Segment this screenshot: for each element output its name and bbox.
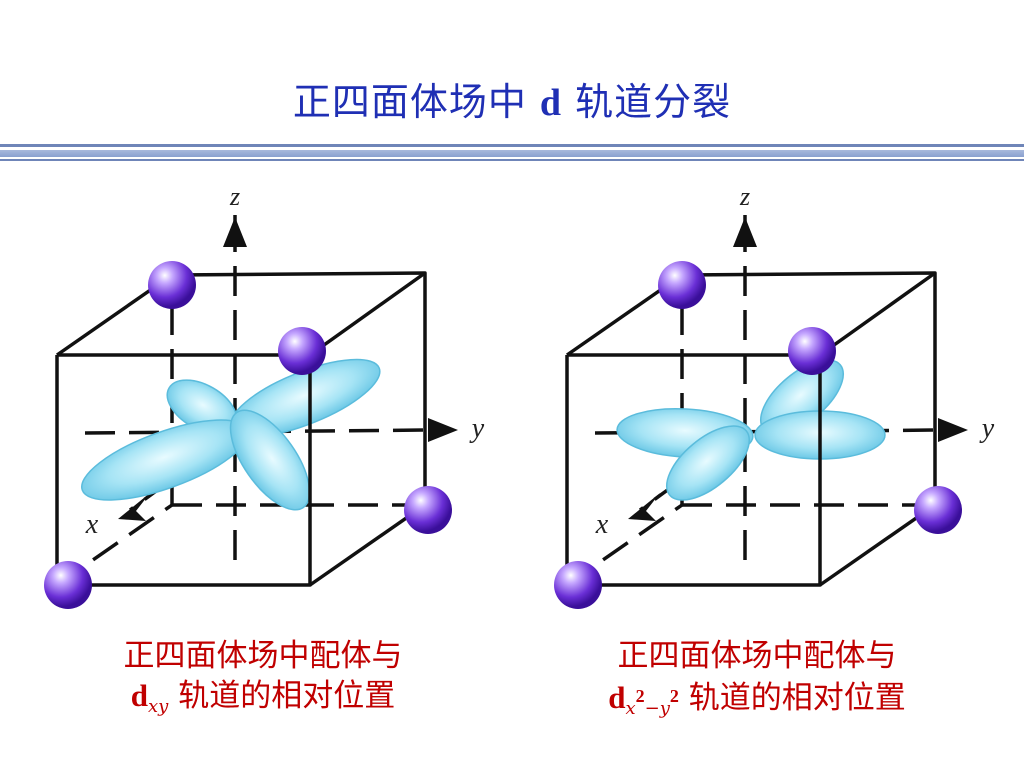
- title-prefix: 正四面体场中: [292, 80, 527, 124]
- ligand-ball: [404, 486, 452, 534]
- ligand-ball: [658, 261, 706, 309]
- dxy-diagram-svg: z y x: [44, 182, 485, 609]
- dxy-caption: 正四面体场中配体与 dxy 轨道的相对位置: [28, 636, 498, 727]
- title-divider-bottom: [0, 159, 1024, 161]
- page-title: 正四面体场中 d 轨道分裂: [0, 72, 1024, 132]
- title-suffix: 轨道分裂: [575, 80, 732, 124]
- caption-rest: 轨道的相对位置: [688, 680, 906, 716]
- orbital-lobe: [81, 419, 249, 501]
- ligand-ball: [278, 327, 326, 375]
- cube-edge: [818, 271, 937, 357]
- orbital-superscript-1: 2: [635, 686, 645, 706]
- x-axis-label: x: [595, 509, 609, 540]
- title-d: d: [539, 82, 563, 124]
- title-divider-band: [0, 150, 1024, 157]
- dx2-y2-diagram: z y x: [540, 175, 1020, 620]
- title-divider-top: [0, 144, 1024, 147]
- cube-edge: [56, 271, 427, 505]
- orbital-symbol: d: [130, 678, 149, 713]
- z-arrow-icon: [223, 217, 247, 247]
- orbital-symbol: d: [608, 680, 626, 715]
- z-axis-label: z: [739, 182, 750, 211]
- ligand-ball: [148, 261, 196, 309]
- dxy-diagram: z y x: [30, 175, 510, 620]
- y-arrow-icon: [938, 418, 968, 442]
- y-arrow-icon: [428, 418, 458, 442]
- dx2-y2-caption: 正四面体场中配体与 dx2−y2 轨道的相对位置: [522, 636, 992, 729]
- ligand-ball: [554, 561, 602, 609]
- x-arrow-icon: [628, 493, 660, 521]
- orbital-lobe: [229, 409, 311, 511]
- dx2-y2-diagram-svg: z y x: [554, 182, 995, 609]
- orbital-superscript-2: 2: [669, 686, 679, 706]
- ligand-ball: [914, 486, 962, 534]
- z-arrow-icon: [733, 217, 757, 247]
- orbital-subscript-x: x: [625, 698, 636, 719]
- caption-line1: 正四面体场中配体与: [617, 638, 897, 674]
- y-axis-line: [84, 428, 431, 435]
- caption-line1: 正四面体场中配体与: [123, 638, 403, 674]
- caption-line2: dx2−y2 轨道的相对位置: [522, 676, 992, 729]
- cube-edge: [566, 271, 937, 505]
- orbital-subscript: xy: [148, 696, 169, 717]
- caption-rest: 轨道的相对位置: [178, 678, 396, 714]
- ligand-ball: [788, 327, 836, 375]
- orbital-dash: −: [644, 698, 660, 719]
- orbital-subscript-y: y: [659, 698, 670, 719]
- z-axis-label: z: [229, 182, 240, 211]
- y-axis-label: y: [979, 413, 995, 444]
- cube-edge: [308, 271, 427, 357]
- y-axis-label: y: [469, 413, 485, 444]
- x-arrow-icon: [118, 493, 150, 521]
- caption-line2: dxy 轨道的相对位置: [28, 676, 498, 727]
- ligand-ball: [44, 561, 92, 609]
- orbital-lobe: [665, 425, 751, 501]
- x-axis-label: x: [85, 509, 99, 540]
